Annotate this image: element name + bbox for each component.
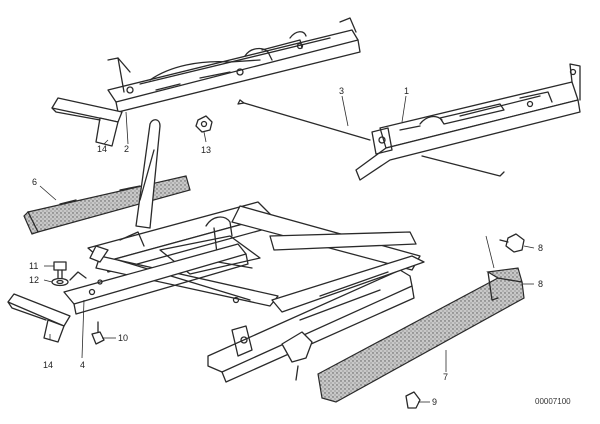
callout-11: 11	[29, 261, 38, 271]
right-trim-cover	[281, 267, 525, 403]
upper-left-rail	[107, 17, 361, 113]
bolt-11	[53, 261, 67, 279]
release-lever	[135, 119, 161, 229]
callout-14-lower: 14	[43, 360, 53, 370]
upper-left-handle	[51, 97, 123, 147]
callout-8-upper: 8	[538, 243, 543, 253]
callout-1: 1	[404, 86, 409, 96]
callout-10: 10	[118, 333, 128, 343]
clip-8-lower	[405, 391, 421, 409]
callout-14-upper: 14	[97, 144, 107, 154]
callout-9: 9	[432, 397, 437, 407]
washer-12	[51, 277, 69, 287]
callout-3: 3	[339, 86, 344, 96]
bolt-10	[91, 321, 105, 345]
callout-4: 4	[80, 360, 85, 370]
callout-8-lower: 8	[538, 279, 543, 289]
upper-right-rail	[355, 63, 581, 181]
lower-seat-frame	[63, 201, 425, 383]
callout-6: 6	[32, 177, 37, 187]
left-trim-cover	[23, 175, 191, 235]
diagram-reference-number: 00007100	[535, 397, 571, 406]
lower-left-handle	[7, 293, 71, 343]
callout-12: 12	[29, 275, 39, 285]
callout-13: 13	[201, 145, 211, 155]
leader-lines	[39, 95, 535, 403]
nut-13	[195, 115, 213, 143]
connecting-cable	[237, 99, 505, 177]
callout-7: 7	[443, 372, 448, 382]
callout-2: 2	[124, 144, 129, 154]
clip-8-upper	[499, 233, 525, 253]
